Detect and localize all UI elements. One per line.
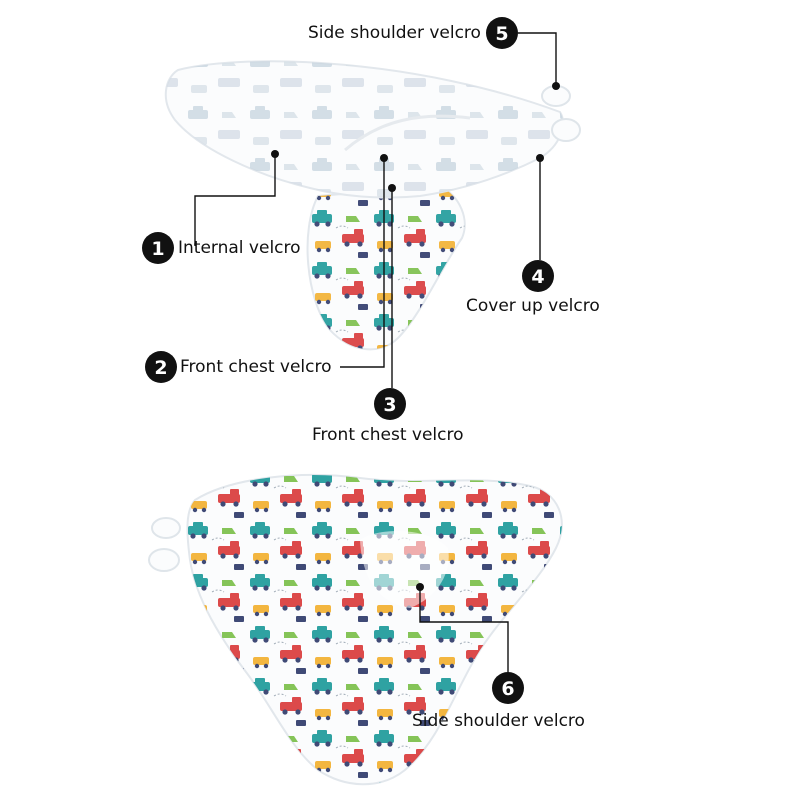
leader-line-6 — [419, 587, 509, 672]
badge-1: 1 — [142, 232, 174, 264]
badge-number-3: 3 — [383, 394, 396, 416]
badge-number-1: 1 — [151, 238, 164, 260]
leader-dot-3 — [388, 184, 396, 192]
numbered-badge-icon — [492, 672, 524, 704]
callout-label-5: Side shoulder velcro — [308, 23, 481, 43]
badge-6: 6 — [492, 672, 524, 704]
badge-2: 2 — [145, 351, 177, 383]
callout-label-2: Front chest velcro — [180, 357, 332, 377]
leader-dot-1 — [271, 150, 279, 158]
callout-label-4: Cover up velcro — [466, 296, 600, 316]
leader-line-2 — [340, 158, 385, 368]
leader-lines — [194, 32, 557, 672]
callout-label-3: Front chest velcro — [312, 425, 464, 445]
leader-line-1 — [194, 154, 276, 246]
leader-dot-6 — [416, 583, 424, 591]
swaddle-folded-image — [164, 60, 581, 351]
badge-number-6: 6 — [501, 678, 514, 700]
numbered-badge-icon — [374, 388, 406, 420]
leader-dot-2 — [380, 154, 388, 162]
callout-label-6: Side shoulder velcro — [412, 711, 585, 731]
badge-4: 4 — [522, 260, 554, 292]
leader-dot-5 — [552, 82, 560, 90]
leader-line-5 — [518, 32, 557, 86]
numbered-badge-icon — [142, 232, 174, 264]
badge-number-4: 4 — [531, 266, 544, 288]
leader-dot-4 — [536, 154, 544, 162]
badge-5: 5 — [486, 17, 518, 49]
numbered-badge-icon — [522, 260, 554, 292]
swaddle-open-image — [148, 474, 563, 786]
badge-3: 3 — [374, 388, 406, 420]
numbered-badge-icon — [486, 17, 518, 49]
badge-number-5: 5 — [495, 23, 508, 45]
numbered-badge-icon — [145, 351, 177, 383]
callout-label-1: Internal velcro — [178, 238, 301, 258]
badge-number-2: 2 — [154, 357, 167, 379]
